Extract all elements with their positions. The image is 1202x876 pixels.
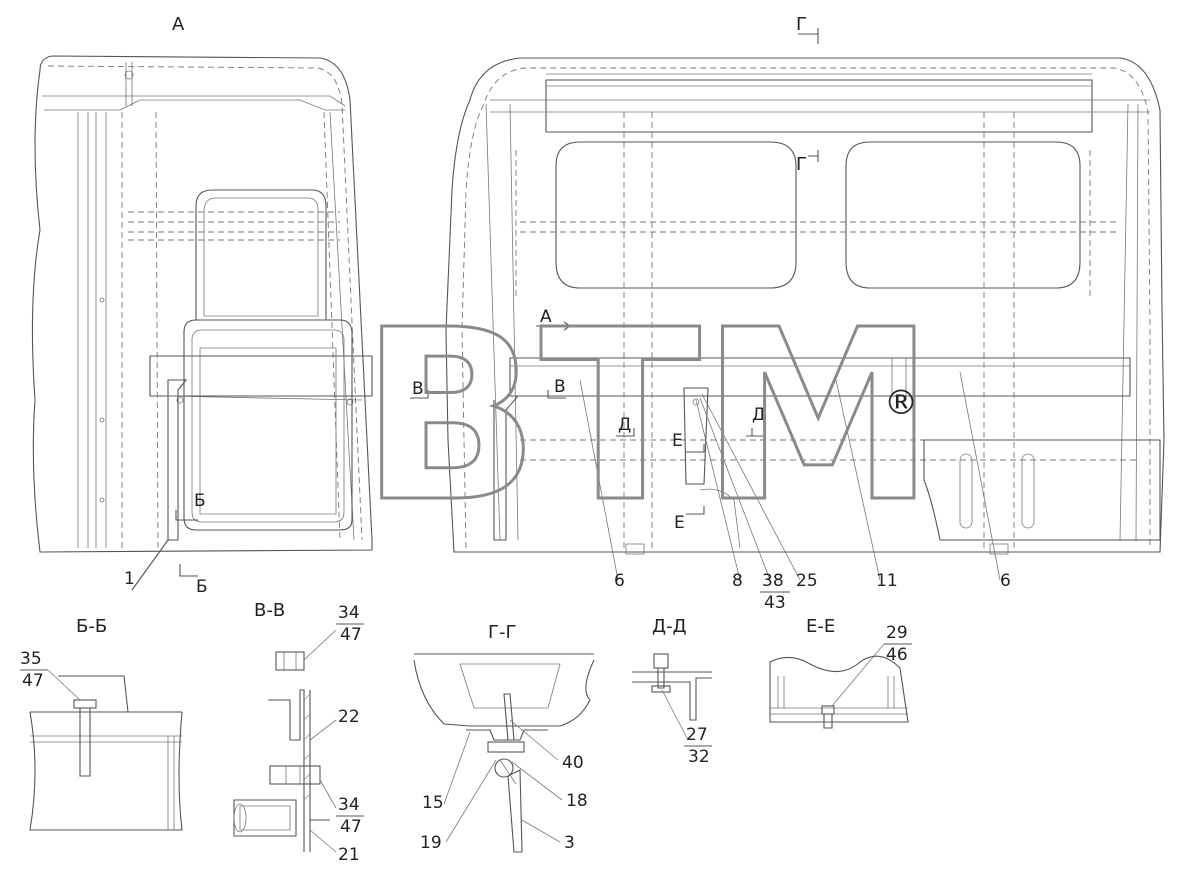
marker-d-left: Д [618, 415, 631, 435]
marker-b-lower: Б [196, 577, 208, 597]
watermark-registered: ® [884, 383, 918, 423]
callout-bb-47: 47 [22, 671, 44, 691]
callout-25: 25 [796, 571, 818, 591]
marker-v-left: В [412, 379, 424, 399]
callout-dd-27: 27 [686, 725, 708, 745]
marker-e-bottom: Е [674, 513, 685, 533]
callout-6b: 6 [1000, 571, 1011, 591]
marker-e-top: Е [672, 431, 683, 451]
section-dd: Д-Д 27 32 [632, 616, 712, 767]
callout-gg-19: 19 [420, 833, 442, 853]
callout-11: 11 [876, 571, 898, 591]
section-gg: Г-Г 40 15 18 19 3 [413, 622, 595, 853]
callout-bb-35: 35 [20, 649, 42, 669]
marker-d-right: Д [752, 405, 765, 425]
watermark-text: BTM [360, 279, 936, 554]
callout-dd-32: 32 [688, 747, 710, 767]
callout-vv-47a: 47 [340, 625, 362, 645]
marker-a-arrow: А [540, 307, 552, 327]
section-gg-title: Г-Г [488, 622, 516, 643]
callout-8: 8 [732, 571, 743, 591]
callout-1: 1 [124, 569, 135, 589]
section-vv-title: В-В [254, 600, 285, 621]
section-bb: Б-Б 35 47 [20, 616, 183, 831]
callout-vv-21: 21 [338, 845, 360, 865]
callout-gg-40: 40 [562, 753, 584, 773]
marker-g-mid: Г [796, 154, 807, 175]
section-ee: Е-Е 29 46 [769, 616, 912, 729]
view-a-side: А Б Б [31, 14, 373, 597]
marker-v-right: В [554, 377, 566, 397]
section-dd-title: Д-Д [652, 616, 687, 637]
callout-vv-34b: 34 [338, 795, 360, 815]
callout-38: 38 [762, 571, 784, 591]
callout-vv-47b: 47 [340, 817, 362, 837]
section-bb-title: Б-Б [76, 616, 107, 637]
view-rear: Г Г [410, 14, 1165, 613]
callout-gg-15: 15 [422, 793, 444, 813]
marker-g-top: Г [796, 14, 807, 35]
callout-ee-46: 46 [886, 645, 908, 665]
callout-43: 43 [764, 593, 786, 613]
section-vv: В-В 34 47 22 34 47 21 [233, 600, 364, 865]
watermark-logo: BTM ® [359, 278, 938, 556]
callout-gg-3: 3 [564, 833, 575, 853]
callout-vv-22: 22 [338, 707, 360, 727]
callout-ee-29: 29 [886, 623, 908, 643]
marker-b-upper: Б [194, 491, 206, 511]
callout-vv-34a: 34 [338, 603, 360, 623]
view-a-title: А [172, 14, 185, 35]
callout-gg-18: 18 [566, 791, 588, 811]
section-ee-title: Е-Е [806, 616, 835, 637]
callout-6a: 6 [614, 571, 625, 591]
